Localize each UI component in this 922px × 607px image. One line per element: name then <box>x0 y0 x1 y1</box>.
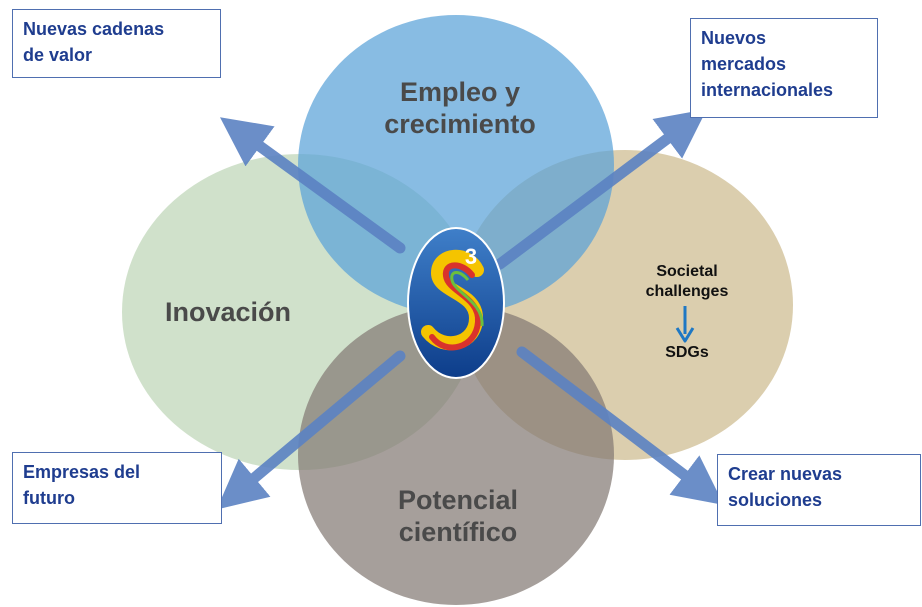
label-societal-challenges: Societal challenges <box>645 263 729 300</box>
arrow-bottom-right <box>516 346 724 505</box>
label-sdgs: SDGs <box>665 344 709 361</box>
arrow-bottom-left <box>216 350 406 510</box>
label-empleo: Empleo y crecimiento <box>384 77 536 139</box>
arrow-top-right <box>494 109 707 270</box>
arrow-top-left <box>219 117 406 254</box>
label-inovacion: Inovación <box>164 297 292 327</box>
box-nuevas-cadenas: Nuevas cadenas de valor <box>12 9 221 78</box>
s3-logo: 3 <box>407 227 505 379</box>
logo-number: 3 <box>465 244 477 269</box>
societal-arrowhead-icon <box>675 327 695 343</box>
box-nuevos-mercados: Nuevos mercados internacionales <box>690 18 878 118</box>
box-empresas-futuro: Empresas del futuro <box>12 452 222 524</box>
box-crear-soluciones: Crear nuevas soluciones <box>717 454 921 526</box>
label-potencial: Potencial científico <box>397 485 519 547</box>
